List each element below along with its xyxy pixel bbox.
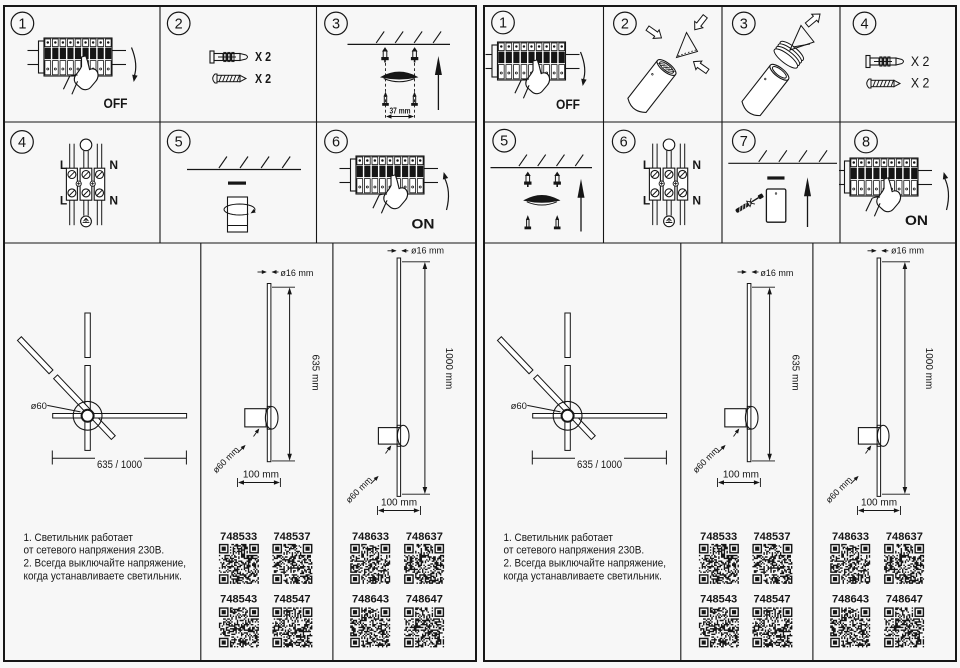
svg-text:100 mm: 100 mm (381, 498, 417, 509)
svg-text:6: 6 (620, 135, 628, 151)
svg-text:1: 1 (18, 16, 26, 32)
svg-text:5: 5 (175, 135, 183, 151)
svg-text:635 / 1000: 635 / 1000 (97, 459, 142, 471)
svg-text:2: 2 (621, 16, 629, 32)
svg-text:ON: ON (905, 212, 928, 228)
svg-text:L: L (643, 194, 650, 208)
svg-text:X 2: X 2 (911, 76, 930, 91)
svg-text:L: L (643, 158, 650, 172)
svg-text:3: 3 (332, 16, 340, 32)
svg-text:от сетевого напряжения 230В.: от сетевого напряжения 230В. (24, 545, 165, 557)
svg-text:748533: 748533 (220, 531, 257, 543)
svg-text:8: 8 (862, 135, 870, 151)
svg-text:748547: 748547 (274, 594, 311, 606)
svg-text:ø16 mm: ø16 mm (411, 246, 444, 256)
svg-text:748633: 748633 (352, 531, 389, 543)
svg-text:X 2: X 2 (911, 54, 930, 69)
svg-text:X 2: X 2 (255, 72, 271, 86)
svg-text:4: 4 (18, 135, 26, 151)
svg-text:6: 6 (332, 135, 340, 151)
svg-text:X 2: X 2 (255, 50, 271, 64)
svg-text:ø60: ø60 (31, 401, 47, 412)
svg-text:когда устанавливаете светильни: когда устанавливаете светильник. (24, 571, 182, 583)
svg-text:N: N (692, 194, 701, 208)
svg-text:4: 4 (860, 16, 868, 32)
svg-text:1: 1 (499, 16, 507, 32)
svg-text:37 mm: 37 mm (390, 107, 411, 116)
svg-text:L: L (60, 158, 67, 172)
svg-text:635 mm: 635 mm (310, 355, 321, 391)
svg-text:ON: ON (412, 216, 435, 232)
svg-text:N: N (109, 194, 118, 208)
svg-text:1000 mm: 1000 mm (443, 348, 454, 390)
svg-text:2: 2 (175, 16, 183, 32)
svg-text:ø16 mm: ø16 mm (280, 268, 313, 278)
svg-text:748637: 748637 (406, 531, 443, 543)
svg-text:1. Светильник работает: 1. Светильник работает (24, 532, 133, 544)
svg-text:N: N (109, 158, 118, 172)
svg-text:OFF: OFF (556, 96, 580, 112)
svg-text:748537: 748537 (274, 531, 311, 543)
svg-text:3: 3 (740, 16, 748, 32)
svg-text:100 mm: 100 mm (243, 470, 279, 481)
svg-text:L: L (60, 194, 67, 208)
svg-text:748647: 748647 (406, 594, 443, 606)
svg-text:2. Всегда выключайте напряжени: 2. Всегда выключайте напряжение, (24, 558, 187, 570)
svg-text:748643: 748643 (352, 594, 389, 606)
svg-text:5: 5 (500, 134, 508, 150)
svg-text:N: N (692, 158, 701, 172)
svg-text:OFF: OFF (104, 95, 128, 111)
svg-text:748543: 748543 (220, 594, 257, 606)
svg-text:7: 7 (740, 134, 748, 150)
